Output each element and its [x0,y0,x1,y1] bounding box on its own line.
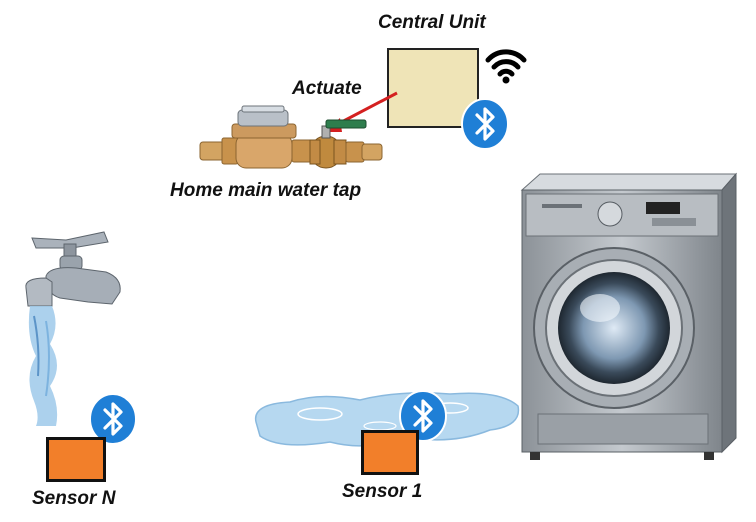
central-unit-label: Central Unit [378,12,486,33]
bluetooth-icon [461,98,509,150]
washing-machine-icon [520,172,738,460]
bluetooth-icon [89,393,137,445]
sensor-n-box [46,437,106,482]
actuate-label: Actuate [292,78,362,99]
sensor-n-label: Sensor N [32,488,116,509]
sensor-1-box [361,430,419,475]
main-tap-label: Home main water tap [170,180,362,201]
water-puddle-icon [254,392,520,447]
water-meter-valve-icon [199,105,383,169]
sensor-1-label: Sensor 1 [342,481,423,502]
central-unit-box [387,48,479,128]
faucet-icon [25,231,121,426]
bluetooth-icon [399,390,447,442]
wifi-icon [485,49,527,84]
